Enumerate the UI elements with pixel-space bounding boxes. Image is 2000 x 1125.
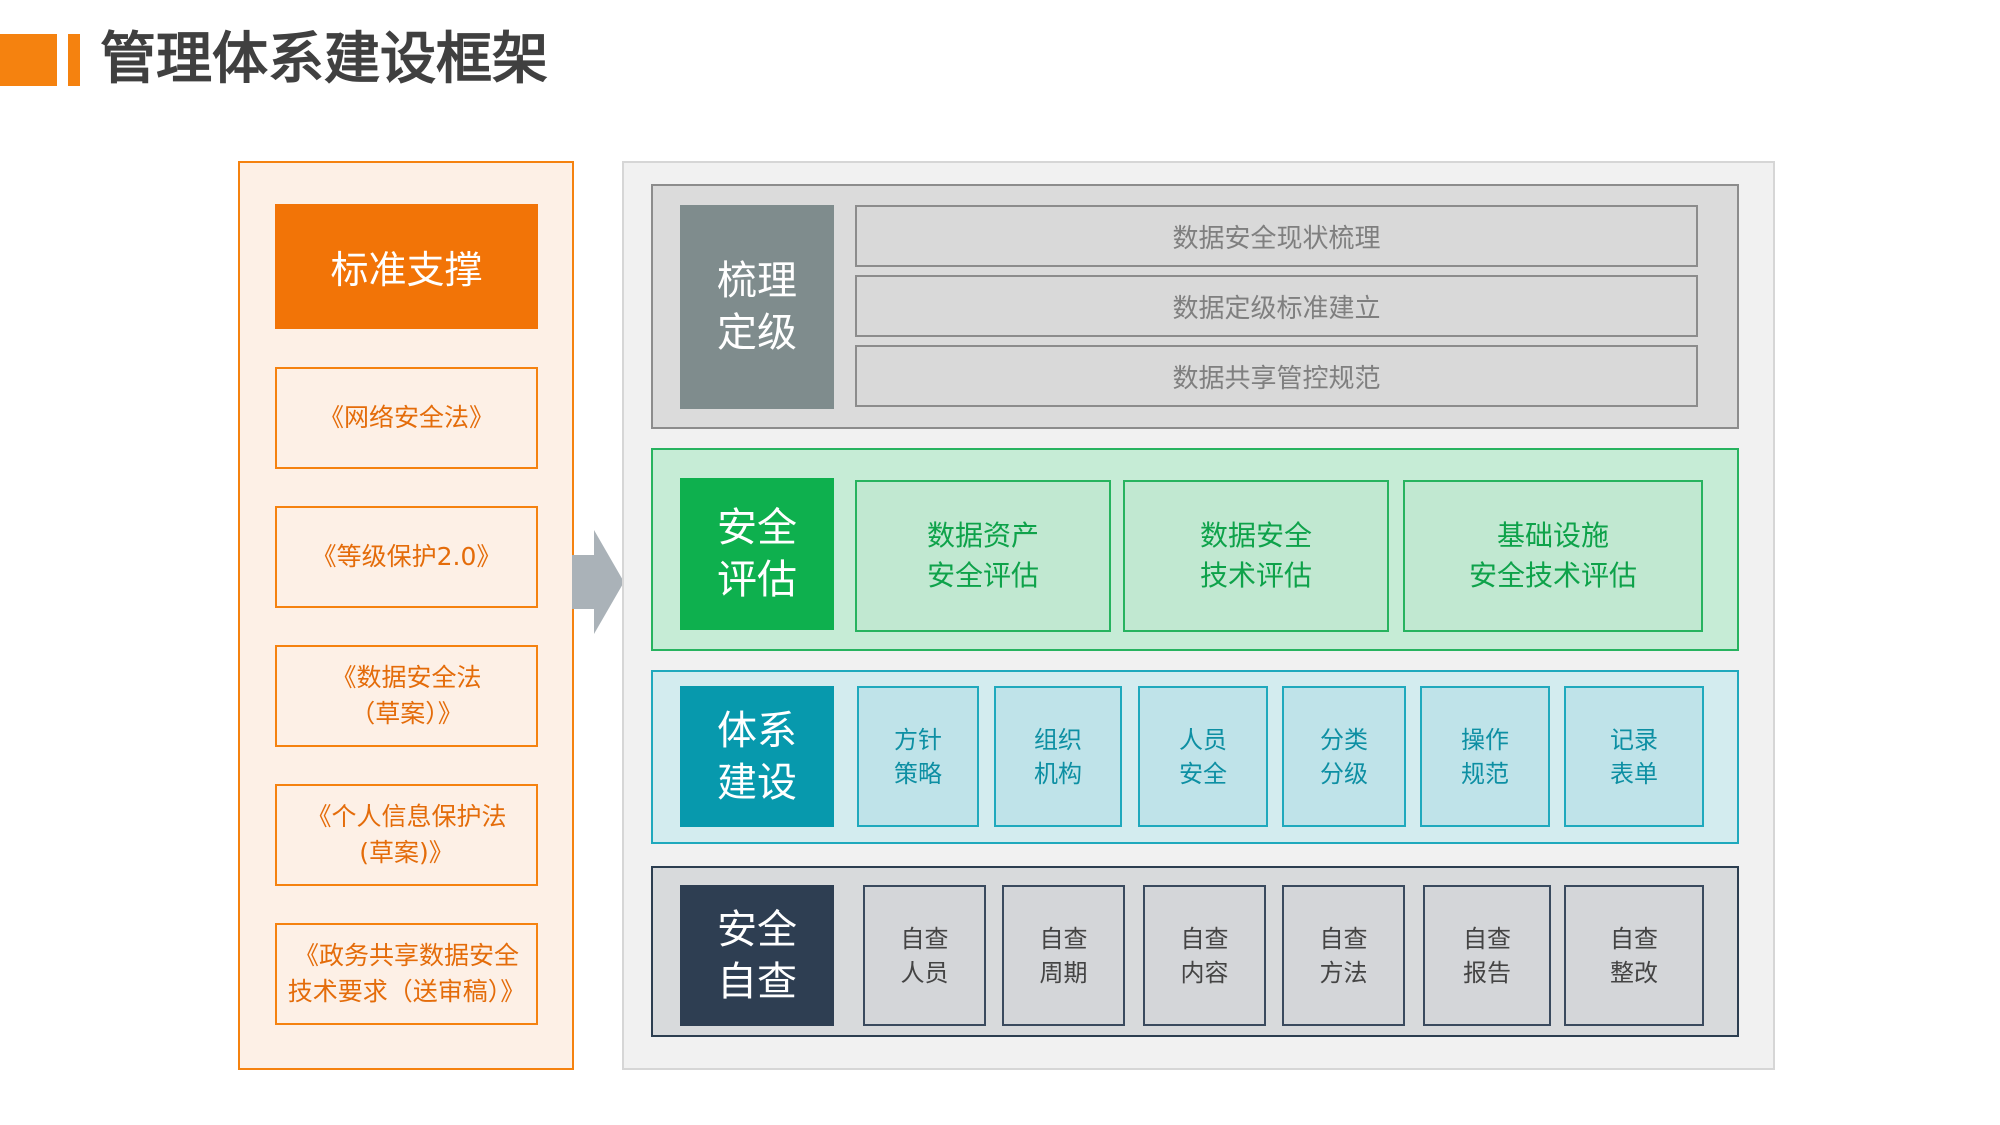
right-arrow-icon bbox=[572, 530, 624, 634]
section-label: 梳理 定级 bbox=[680, 205, 834, 409]
system-item: 操作 规范 bbox=[1420, 686, 1550, 827]
assessment-item: 数据资产 安全评估 bbox=[855, 480, 1111, 632]
law-item: 《网络安全法》 bbox=[275, 367, 538, 469]
section-label: 安全 自查 bbox=[680, 885, 834, 1026]
system-item: 人员 安全 bbox=[1138, 686, 1268, 827]
section-label: 安全 评估 bbox=[680, 478, 834, 630]
inspection-item: 自查 周期 bbox=[1002, 885, 1125, 1026]
inspection-item: 自查 内容 bbox=[1143, 885, 1266, 1026]
law-item: 《等级保护2.0》 bbox=[275, 506, 538, 608]
grading-item: 数据定级标准建立 bbox=[855, 275, 1698, 337]
system-item: 方针 策略 bbox=[857, 686, 979, 827]
section-label: 体系 建设 bbox=[680, 686, 834, 827]
system-item: 分类 分级 bbox=[1282, 686, 1406, 827]
standards-heading: 标准支撑 bbox=[275, 204, 538, 329]
assessment-item: 数据安全 技术评估 bbox=[1123, 480, 1389, 632]
page-title: 管理体系建设框架 bbox=[100, 27, 548, 92]
grading-item: 数据共享管控规范 bbox=[855, 345, 1698, 407]
grading-item: 数据安全现状梳理 bbox=[855, 205, 1698, 267]
inspection-item: 自查 报告 bbox=[1423, 885, 1551, 1026]
title-accent-bar bbox=[68, 34, 80, 86]
assessment-item: 基础设施 安全技术评估 bbox=[1403, 480, 1703, 632]
inspection-item: 自查 整改 bbox=[1564, 885, 1704, 1026]
inspection-item: 自查 方法 bbox=[1282, 885, 1405, 1026]
law-item: 《政务共享数据安全 技术要求（送审稿）》 bbox=[275, 923, 538, 1025]
system-item: 组织 机构 bbox=[994, 686, 1122, 827]
system-item: 记录 表单 bbox=[1564, 686, 1704, 827]
inspection-item: 自查 人员 bbox=[863, 885, 986, 1026]
law-item: 《数据安全法 （草案）》 bbox=[275, 645, 538, 747]
title-accent-block bbox=[0, 34, 57, 86]
law-item: 《个人信息保护法 (草案)》 bbox=[275, 784, 538, 886]
